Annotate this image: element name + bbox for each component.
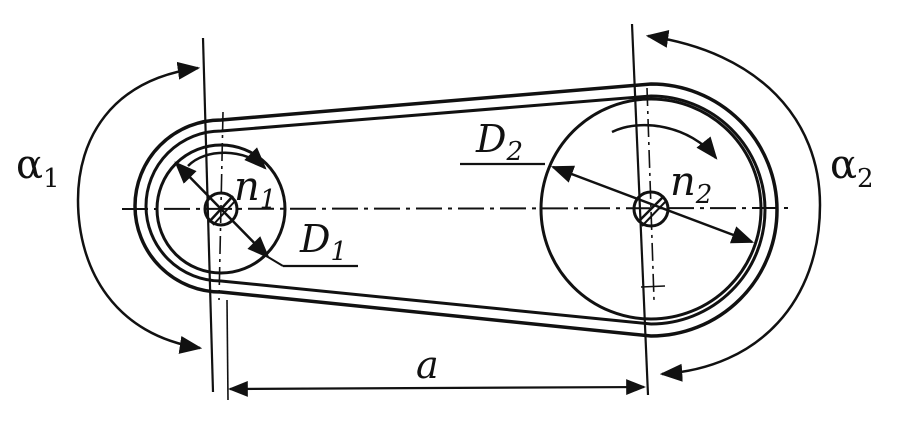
a-extension-left — [226, 299, 229, 401]
d1-leader — [267, 256, 284, 267]
large-pulley-axis — [646, 87, 655, 301]
a-dimension-arrow — [228, 379, 646, 397]
alpha1-label: α1 — [16, 142, 60, 194]
alpha1-reference-line — [201, 37, 215, 393]
belt — [133, 82, 779, 338]
a-label: a — [416, 343, 439, 387]
d1-diameter-arrow — [174, 161, 270, 259]
alpha1-arc — [76, 61, 203, 354]
alpha2-arc — [645, 29, 822, 382]
d2-label: D2 — [475, 117, 523, 167]
d2-diameter-arrow — [550, 165, 755, 244]
d1-label: D1 — [299, 217, 347, 267]
n2-label: n2 — [670, 159, 712, 210]
n2-rotation-arrow — [611, 123, 718, 160]
alpha2-label: α2 — [830, 142, 874, 194]
n1-label: n1 — [234, 164, 276, 215]
